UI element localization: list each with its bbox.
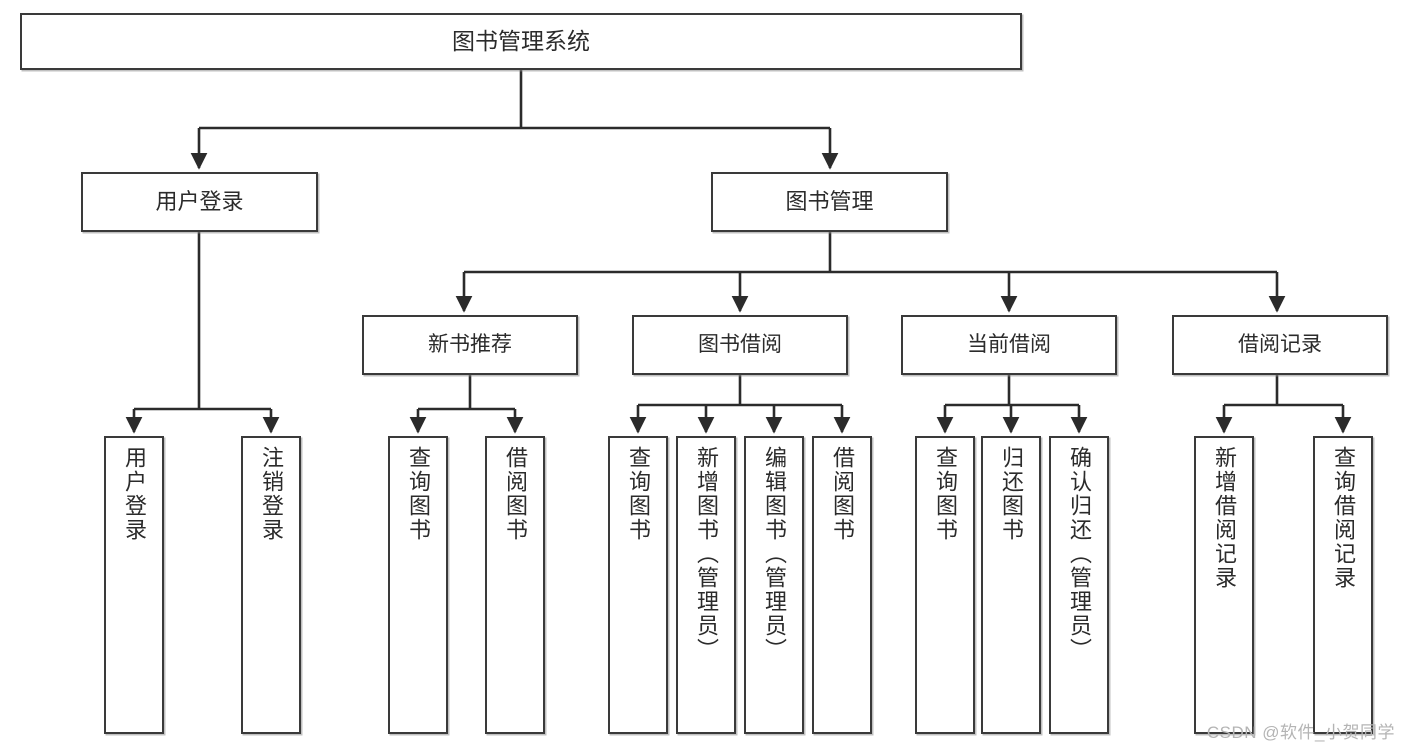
leaf-borrow-edit-book[interactable]: 编辑图书（管理员）	[744, 436, 804, 734]
leaf-cur-confirm-return[interactable]: 确认归还（管理员）	[1049, 436, 1109, 734]
node-book-borrow-label: 图书借阅	[698, 332, 782, 356]
node-borrow-record-label: 借阅记录	[1238, 332, 1322, 356]
node-book-manage[interactable]: 图书管理	[711, 172, 948, 232]
leaf-rec-borrow-book-label: 借阅图书	[503, 446, 528, 542]
node-root-label: 图书管理系统	[452, 28, 590, 55]
node-user-login-label: 用户登录	[155, 189, 244, 215]
leaf-rec-query-book-label: 查询图书	[406, 446, 431, 542]
node-user-login[interactable]: 用户登录	[81, 172, 318, 232]
leaf-borrow-add-book[interactable]: 新增图书（管理员）	[676, 436, 736, 734]
node-borrow-record[interactable]: 借阅记录	[1172, 315, 1388, 375]
node-new-book-rec-label: 新书推荐	[428, 332, 512, 356]
leaf-record-add-label: 新增借阅记录	[1212, 446, 1237, 590]
node-new-book-rec[interactable]: 新书推荐	[362, 315, 578, 375]
leaf-user-login[interactable]: 用户登录	[104, 436, 164, 734]
leaf-borrow-query-book-label: 查询图书	[626, 446, 651, 542]
leaf-cur-return-book[interactable]: 归还图书	[981, 436, 1041, 734]
leaf-record-search-label: 查询借阅记录	[1331, 446, 1356, 590]
node-current-borrow-label: 当前借阅	[967, 332, 1051, 356]
leaf-record-add[interactable]: 新增借阅记录	[1194, 436, 1254, 734]
node-book-manage-label: 图书管理	[785, 189, 874, 215]
watermark: CSDN @软件_小贺同学	[1206, 723, 1395, 742]
node-root[interactable]: 图书管理系统	[20, 13, 1022, 70]
leaf-user-logout-label: 注销登录	[259, 446, 284, 542]
leaf-cur-confirm-return-label: 确认归还（管理员）	[1067, 446, 1092, 662]
leaf-borrow-edit-book-label: 编辑图书（管理员）	[762, 446, 787, 662]
leaf-borrow-add-book-label: 新增图书（管理员）	[694, 446, 719, 662]
leaf-user-logout[interactable]: 注销登录	[241, 436, 301, 734]
leaf-record-search[interactable]: 查询借阅记录	[1313, 436, 1373, 734]
node-book-borrow[interactable]: 图书借阅	[632, 315, 848, 375]
leaf-borrow-lend-book[interactable]: 借阅图书	[812, 436, 872, 734]
leaf-rec-query-book[interactable]: 查询图书	[388, 436, 448, 734]
leaf-cur-query-book-label: 查询图书	[933, 446, 958, 542]
leaf-rec-borrow-book[interactable]: 借阅图书	[485, 436, 545, 734]
leaf-cur-query-book[interactable]: 查询图书	[915, 436, 975, 734]
node-current-borrow[interactable]: 当前借阅	[901, 315, 1117, 375]
leaf-cur-return-book-label: 归还图书	[999, 446, 1024, 542]
leaf-borrow-query-book[interactable]: 查询图书	[608, 436, 668, 734]
leaf-user-login-label: 用户登录	[122, 446, 147, 542]
leaf-borrow-lend-book-label: 借阅图书	[830, 446, 855, 542]
